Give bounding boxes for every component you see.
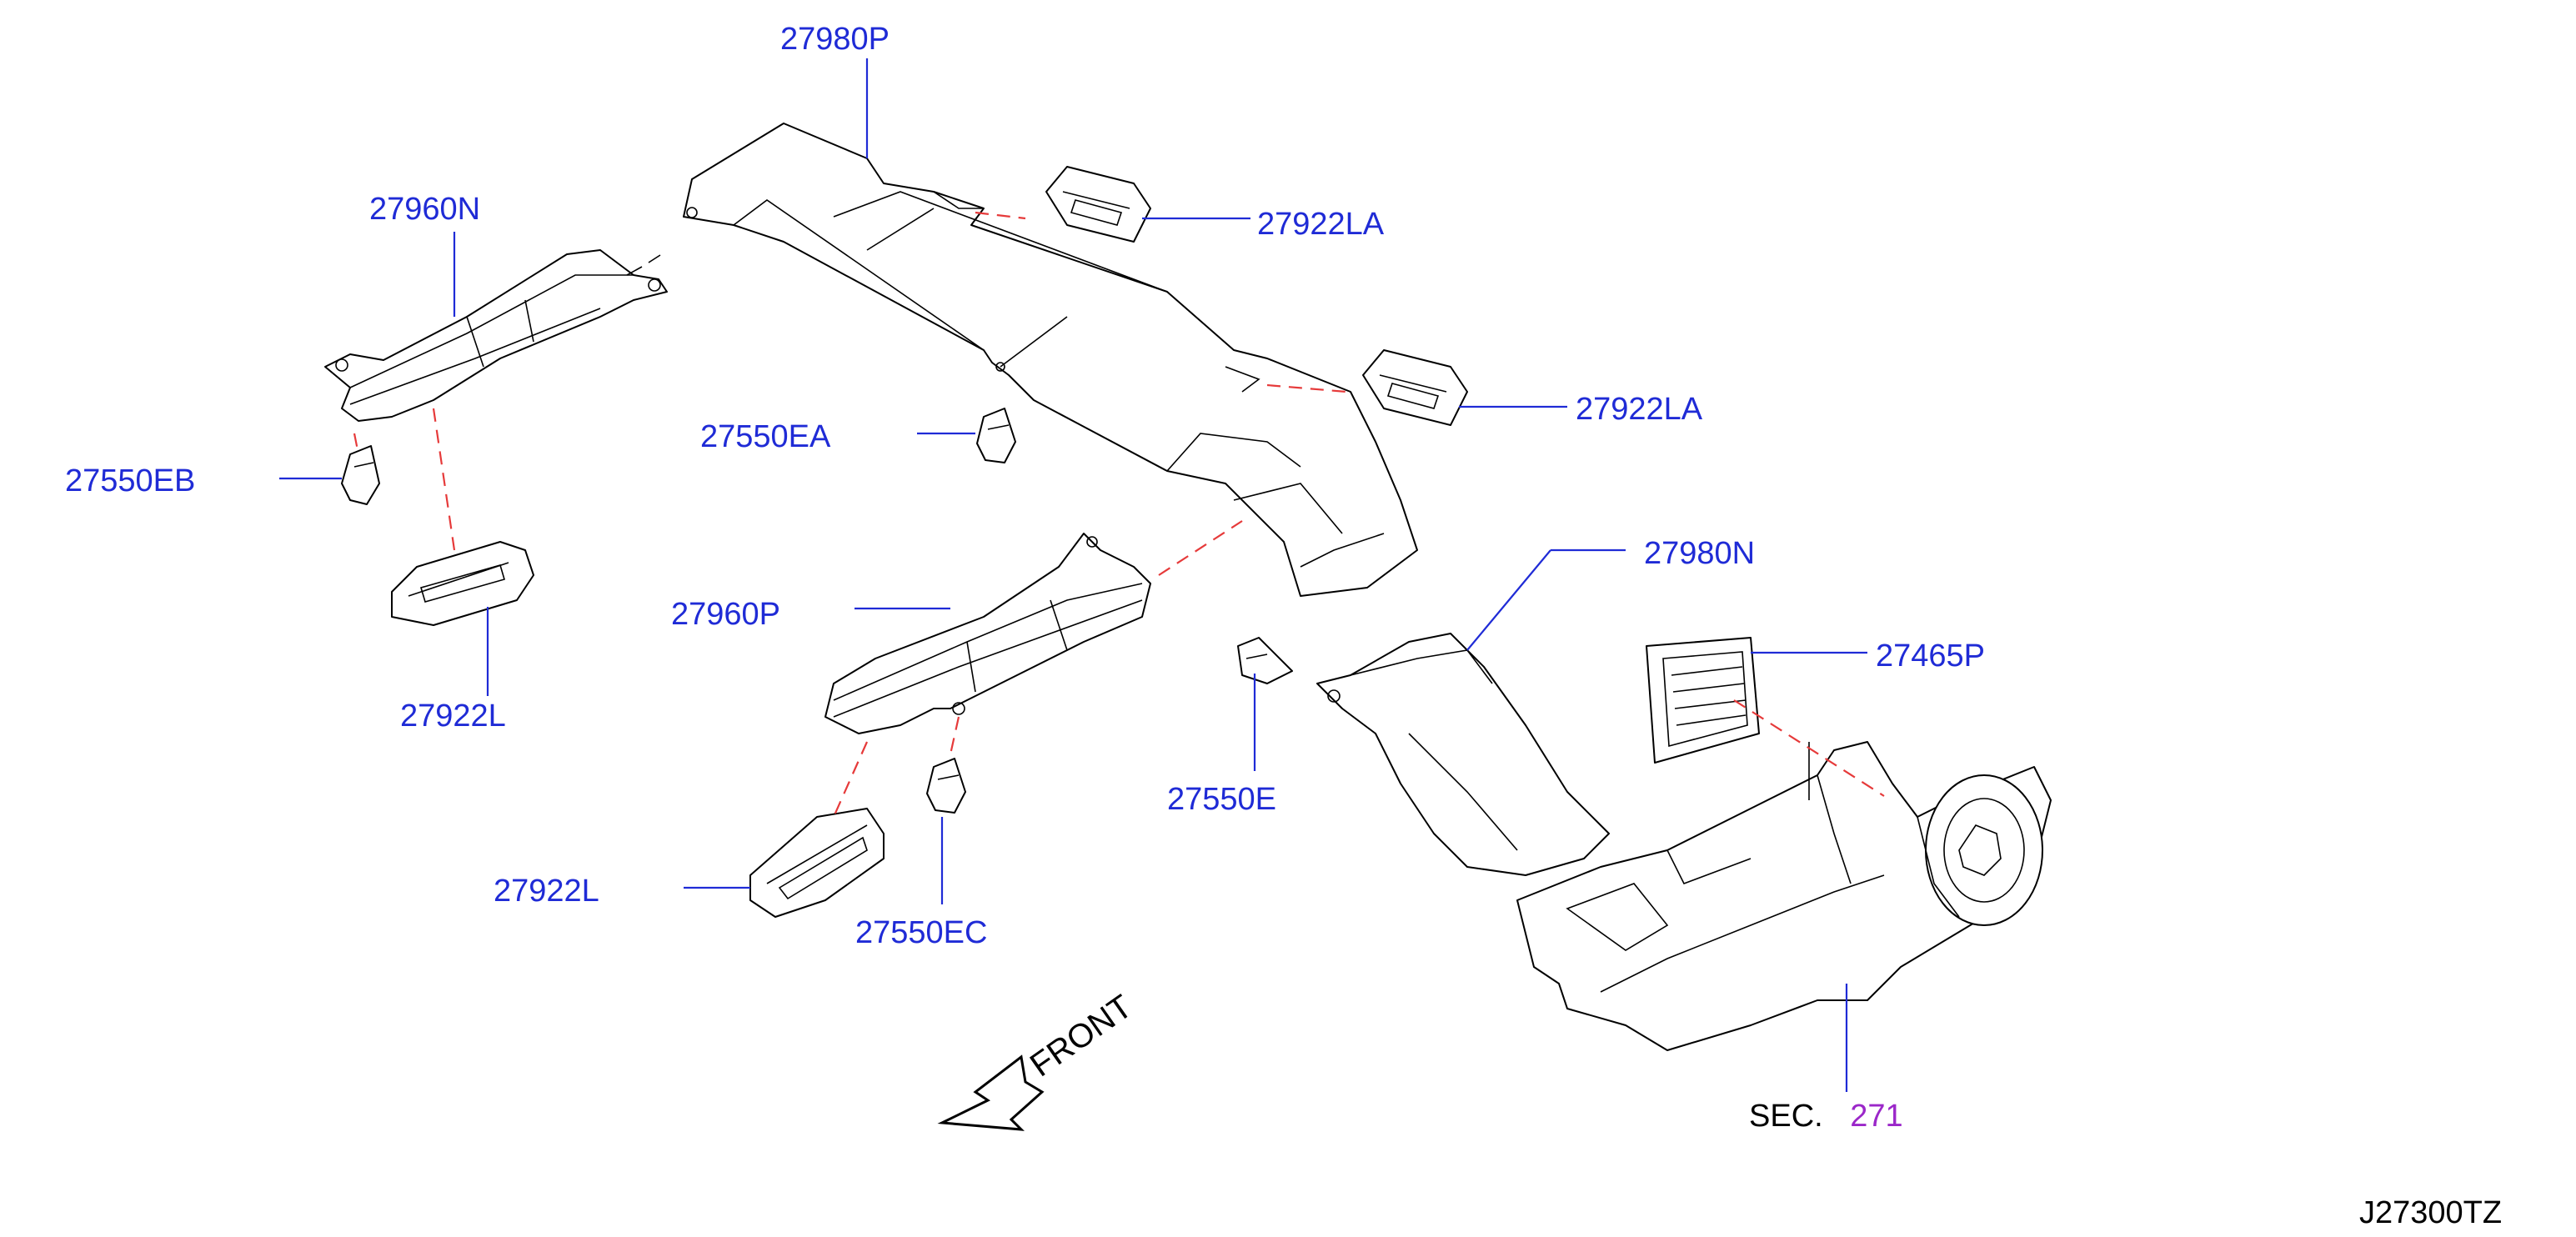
- callout-27980P[interactable]: 27980P: [780, 22, 890, 57]
- callout-27550EC[interactable]: 27550EC: [855, 915, 988, 950]
- diagram-code: J27300TZ: [2359, 1195, 2503, 1230]
- duct-27980P: [683, 123, 1418, 597]
- duct-27960N: [324, 249, 668, 422]
- section-reference: SEC. 271: [1749, 1099, 1903, 1134]
- grille-27465P: [1646, 637, 1760, 764]
- callout-27465P[interactable]: 27465P: [1876, 639, 1986, 674]
- duct-27960P: [824, 533, 1151, 734]
- front-arrow-icon: [937, 1054, 1045, 1131]
- heater-unit-assembly: [1516, 741, 2052, 1051]
- section-prefix: SEC.: [1749, 1099, 1823, 1134]
- callout-27550E[interactable]: 27550E: [1167, 782, 1277, 817]
- vent-27922LA-mid: [1362, 349, 1468, 426]
- callout-27922LA-mid[interactable]: 27922LA: [1576, 392, 1703, 427]
- callout-leader-lines: [279, 58, 1867, 1092]
- duct-27980N: [1316, 633, 1610, 876]
- callout-27550EB[interactable]: 27550EB: [65, 463, 196, 498]
- vent-27922L-bottom: [749, 808, 885, 918]
- clip-27550E: [1237, 637, 1293, 684]
- callout-27922LA-top[interactable]: 27922LA: [1257, 207, 1385, 242]
- callout-27960P[interactable]: 27960P: [671, 597, 781, 632]
- vent-27922L-left: [391, 541, 534, 626]
- callout-27922L-left[interactable]: 27922L: [400, 699, 506, 734]
- section-number-link[interactable]: 271: [1850, 1099, 1903, 1134]
- callout-27922L-bottom[interactable]: 27922L: [494, 874, 599, 909]
- clip-27550EC: [926, 758, 966, 814]
- dashed-assembly-links: [353, 211, 1885, 818]
- callout-27980N[interactable]: 27980N: [1644, 536, 1756, 571]
- clip-27550EB: [341, 445, 380, 505]
- connector-dash: [626, 254, 661, 276]
- callout-27550EA[interactable]: 27550EA: [700, 419, 831, 454]
- callout-27960N[interactable]: 27960N: [369, 192, 481, 227]
- front-label: FRONT: [1024, 988, 1139, 1084]
- vent-27922LA-top: [1045, 166, 1151, 243]
- clip-27550EA: [976, 408, 1016, 463]
